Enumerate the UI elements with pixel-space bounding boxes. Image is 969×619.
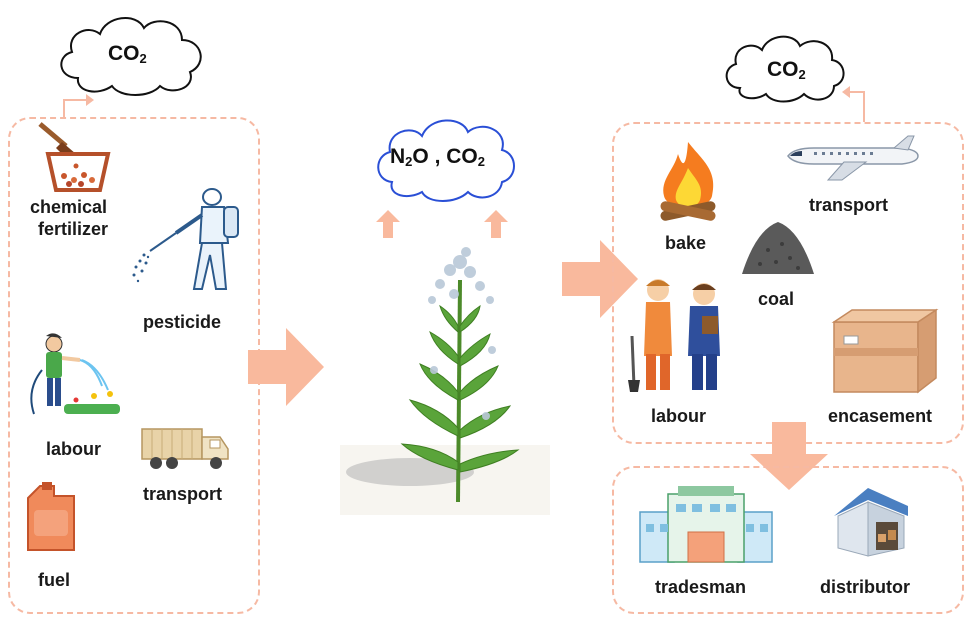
bake-label: bake: [665, 233, 707, 253]
co2-label-right: CO2: [767, 58, 806, 82]
chemical-fertilizer-line1: chemical: [30, 197, 108, 217]
co2-gas-left: CO: [108, 42, 140, 65]
distributor-label: distributor: [820, 577, 910, 597]
n2o-co2-cloud: [377, 119, 515, 202]
truck-icon: [141, 428, 229, 469]
co2-cloud-left: [60, 16, 202, 96]
arrow-to-plant: [248, 328, 324, 406]
fuel-can-icon: [27, 482, 75, 551]
transport-label-right: transport: [809, 195, 889, 215]
co2-sub-center: 2: [477, 154, 485, 169]
bake-fire-icon: [660, 142, 716, 221]
labour-label-right: labour: [651, 406, 707, 426]
encasement-box-icon: [831, 308, 939, 394]
plant-illustration: [340, 247, 550, 515]
gas-separator: ,: [428, 145, 447, 168]
coal-pile-icon: [742, 222, 814, 274]
warehouse-icon: [834, 488, 908, 557]
arrow-to-sales: [750, 422, 828, 490]
emission-connector-left: [63, 94, 94, 118]
co2-sub-left: 2: [139, 51, 147, 66]
n2o-gas: N: [390, 145, 406, 168]
labour-label-left: labour: [46, 439, 102, 459]
co2-sub-right: 2: [798, 67, 806, 82]
n2o-co2-label: N2O , CO2: [390, 145, 485, 169]
pesticide-label: pesticide: [143, 312, 222, 332]
store-building-icon: [639, 486, 773, 563]
chemical-fertilizer-label: chemical fertilizer: [30, 196, 108, 240]
workers-icon: [628, 279, 720, 392]
emission-up-arrow-2: [484, 210, 508, 238]
co2-gas-center: CO: [446, 145, 478, 168]
fertilizer-bowl-icon: [38, 122, 111, 192]
co2-cloud-right: [725, 35, 845, 103]
labour-watering-icon: [30, 333, 120, 415]
pesticide-sprayer-icon: [132, 188, 239, 290]
encasement-label: encasement: [828, 406, 933, 426]
chemical-fertilizer-line2: fertilizer: [38, 219, 109, 239]
arrow-to-processing: [562, 240, 638, 318]
co2-gas-right: CO: [767, 58, 799, 81]
fuel-label: fuel: [38, 570, 71, 590]
sales-stage-box: [612, 466, 964, 614]
coal-label: coal: [758, 289, 795, 309]
emission-connector-right: [842, 86, 865, 122]
tradesman-label: tradesman: [655, 577, 747, 597]
n2o-tail: O: [412, 145, 429, 168]
emission-up-arrow-1: [376, 210, 400, 238]
co2-label-left: CO2: [108, 42, 147, 66]
n2o-sub: 2: [405, 154, 413, 169]
airplane-icon: [787, 135, 919, 181]
transport-label-left: transport: [143, 484, 223, 504]
